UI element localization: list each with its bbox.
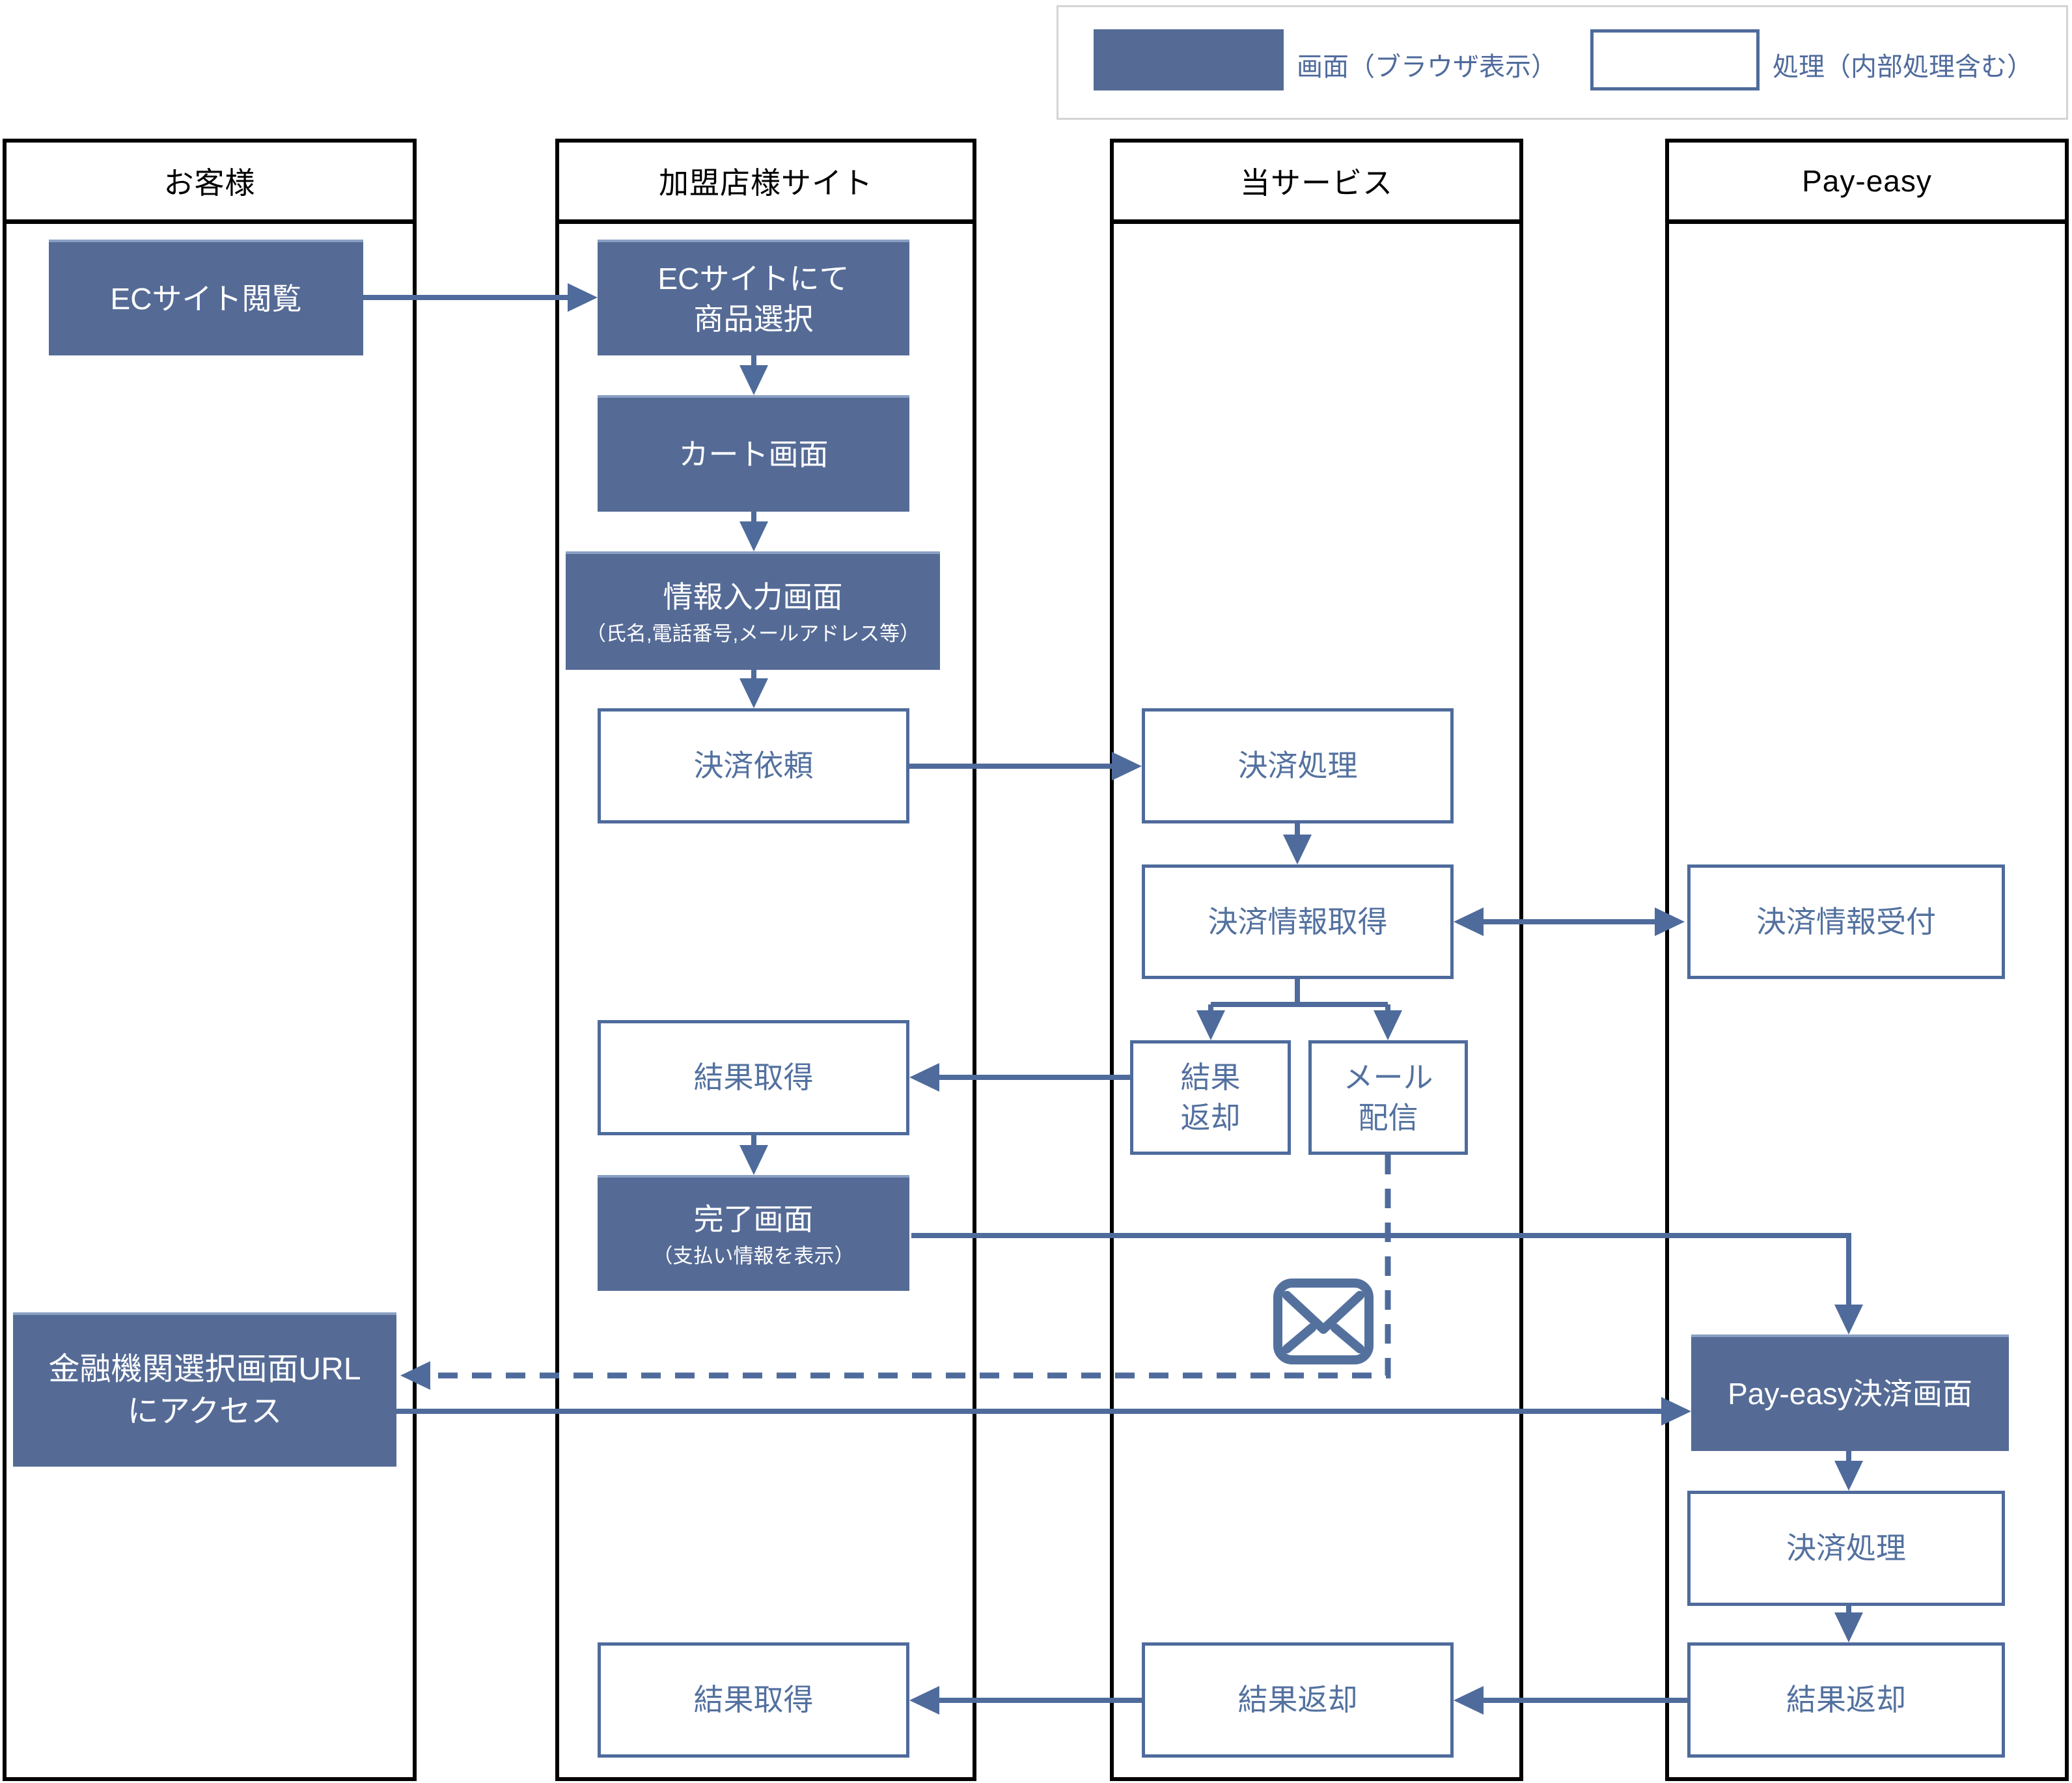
- arrowhead: [1454, 1686, 1484, 1715]
- lane-payeasy-title: Pay-easy: [1669, 143, 2065, 224]
- arrowhead: [739, 1145, 768, 1175]
- node-label: 結果取得: [693, 1060, 814, 1095]
- node-label: 金融機関選択画面URL にアクセス: [48, 1351, 361, 1429]
- node-mail-delivery: メール 配信: [1308, 1040, 1468, 1155]
- arrowhead: [1196, 1010, 1225, 1040]
- node-label: 結果 返却: [1180, 1060, 1241, 1135]
- node-label: 結果返却: [1786, 1683, 1906, 1717]
- node-label: 情報入力画面: [663, 579, 843, 614]
- legend: 画面（ブラウザ表示） 処理（内部処理含む）: [1057, 5, 2068, 120]
- node-label: 決済処理: [1786, 1531, 1906, 1566]
- node-label: 結果返却: [1237, 1683, 1358, 1717]
- node-info-input-screen: 情報入力画面 （氏名,電話番号,メールアドレス等）: [566, 551, 940, 670]
- node-ec-select: ECサイトにて 商品選択: [598, 240, 909, 355]
- legend-screen-swatch: [1094, 29, 1284, 90]
- node-sublabel: （支払い情報を表示）: [652, 1244, 855, 1267]
- legend-screen-label: 画面（ブラウザ表示）: [1297, 53, 1557, 81]
- lane-merchant-title: 加盟店様サイト: [559, 143, 973, 224]
- arrowhead: [1661, 1397, 1691, 1426]
- arrowhead: [739, 521, 768, 551]
- arrowhead: [1374, 1010, 1402, 1040]
- arrowhead: [739, 365, 768, 395]
- node-payment-process-payeasy: 決済処理: [1687, 1491, 2005, 1606]
- node-label: 決済情報受付: [1756, 904, 1936, 939]
- node-label: Pay-easy決済画面: [1728, 1377, 1972, 1411]
- node-sublabel: （氏名,電話番号,メールアドレス等）: [585, 622, 920, 645]
- arrow-complete-to-payeasyscreen: [911, 1233, 1851, 1305]
- arrowhead: [1454, 907, 1484, 936]
- node-label: 決済処理: [1237, 749, 1358, 783]
- arrow-mail-to-bankurl-dashed: [430, 1155, 1391, 1379]
- arrow-payinfoget-split: [1208, 979, 1390, 1010]
- arrowhead: [1834, 1305, 1863, 1334]
- node-bank-select-url-access: 金融機関選択画面URL にアクセス: [13, 1312, 396, 1467]
- arrowhead: [1834, 1461, 1863, 1491]
- arrowhead: [400, 1361, 430, 1390]
- node-label: 決済情報取得: [1208, 904, 1388, 939]
- node-payeasy-payment-screen: Pay-easy決済画面: [1691, 1334, 2009, 1451]
- node-label: メール 配信: [1343, 1060, 1433, 1135]
- arrowhead: [739, 678, 768, 708]
- lane-customer-title: お客様: [7, 143, 413, 224]
- node-complete-screen: 完了画面 （支払い情報を表示）: [598, 1175, 909, 1291]
- node-ec-browse: ECサイト閲覧: [49, 240, 363, 355]
- node-payment-info-accept: 決済情報受付: [1687, 864, 2005, 979]
- arrowhead: [1655, 907, 1685, 936]
- node-payment-request: 決済依頼: [598, 708, 909, 823]
- node-cart-screen: カート画面: [598, 395, 909, 512]
- node-result-get-merchant-2: 結果取得: [598, 1642, 909, 1758]
- arrowhead: [909, 1686, 939, 1715]
- node-label: ECサイトにて 商品選択: [657, 261, 850, 336]
- node-label: 決済依頼: [693, 749, 814, 783]
- lane-service-title: 当サービス: [1114, 143, 1519, 224]
- legend-process-label: 処理（内部処理含む）: [1773, 53, 2033, 81]
- legend-process-swatch: [1590, 29, 1760, 90]
- node-label: ECサイト閲覧: [110, 281, 302, 316]
- mail-icon: [1273, 1279, 1374, 1364]
- node-result-return-small: 結果 返却: [1130, 1040, 1291, 1155]
- node-label: 結果取得: [693, 1683, 814, 1717]
- node-result-get-merchant: 結果取得: [598, 1020, 909, 1135]
- node-label: 完了画面: [693, 1202, 814, 1236]
- arrowhead: [1283, 835, 1312, 864]
- arrowhead: [909, 1063, 939, 1092]
- node-label: カート画面: [678, 437, 829, 472]
- arrowhead: [1834, 1612, 1863, 1642]
- node-payment-process-service: 決済処理: [1142, 708, 1454, 823]
- node-result-return-service: 結果返却: [1142, 1642, 1454, 1758]
- lane-customer: お客様: [3, 139, 417, 1781]
- node-result-return-payeasy: 結果返却: [1687, 1642, 2005, 1758]
- arrowhead: [568, 283, 598, 312]
- node-payment-info-get: 決済情報取得: [1142, 864, 1454, 979]
- arrowhead: [1112, 752, 1142, 781]
